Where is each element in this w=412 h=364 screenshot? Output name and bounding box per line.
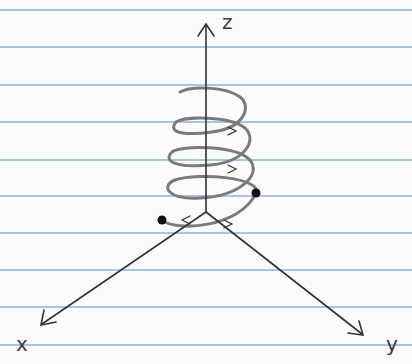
point xyxy=(158,216,167,225)
axes xyxy=(41,24,363,335)
helix xyxy=(162,88,256,226)
paper-lines xyxy=(0,10,412,345)
axis-label: z xyxy=(222,12,233,32)
point xyxy=(252,189,261,198)
axis-label: y xyxy=(386,334,398,354)
axis-label: x xyxy=(16,334,28,354)
